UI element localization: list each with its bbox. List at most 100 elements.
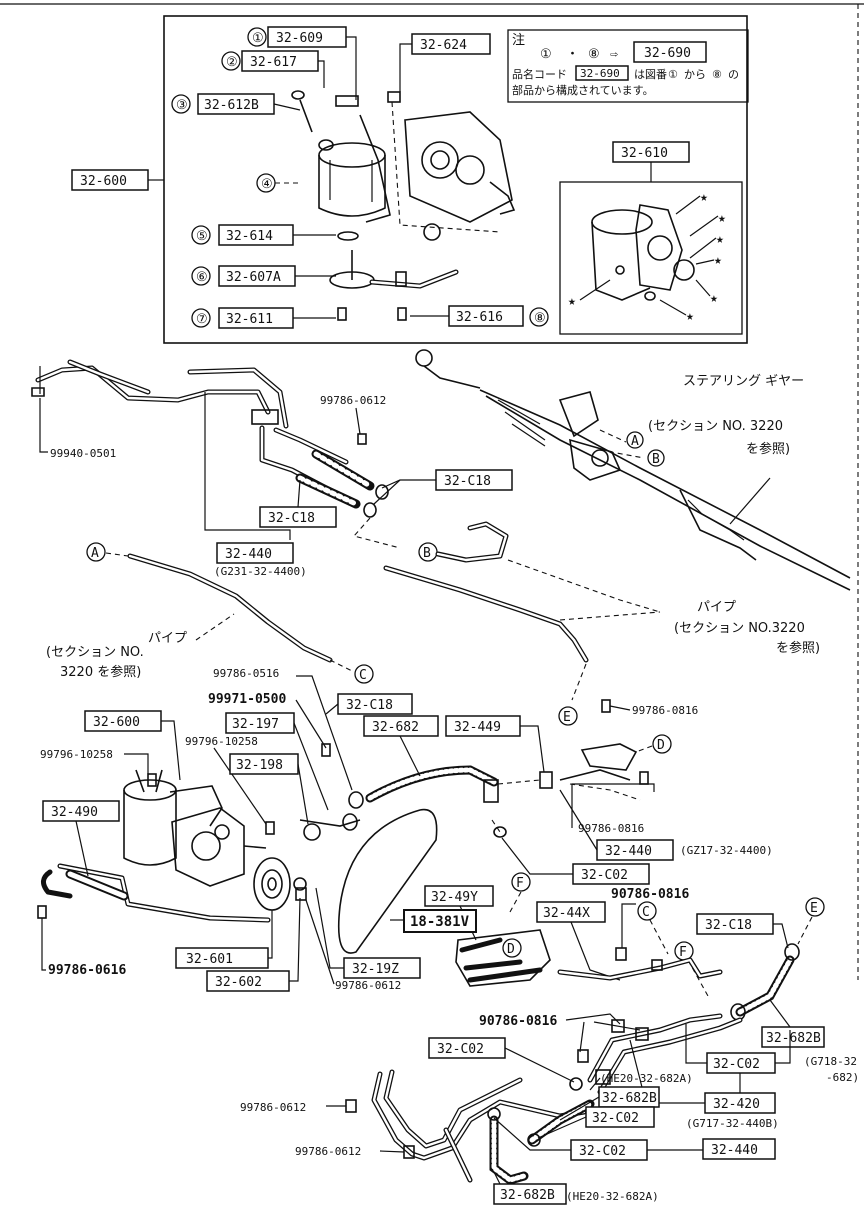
- clamp-c02-b: 32-C02: [713, 1057, 760, 1072]
- lower-right-drawing: D: [345, 929, 800, 1185]
- page-frame: [0, 3, 864, 980]
- svg-text:E: E: [810, 901, 818, 916]
- svg-text:①: ①: [252, 31, 264, 46]
- svg-text:32-611: 32-611: [226, 312, 273, 327]
- letter-b-gear: [647, 449, 665, 467]
- g717-label: (G717-32-440B): [686, 1117, 779, 1130]
- connection-pipes: A C パイプ (セクション NO. 3220 を参照) B E パイプ (セク…: [46, 521, 820, 726]
- clamp-c18-lower: 32-C18: [346, 698, 393, 713]
- hose-32-682b-mid: 32-682B: [602, 1091, 657, 1106]
- callout-4: ④: [256, 173, 300, 193]
- letter-e-pipe: [558, 706, 578, 726]
- note-line2-d: から: [684, 68, 706, 81]
- note-line2-a: 品名コード: [512, 67, 567, 81]
- note-range-start: ①: [540, 47, 552, 62]
- svg-text:32-600: 32-600: [80, 174, 127, 189]
- note-line2-c: ①: [668, 68, 678, 81]
- svg-text:32-607A: 32-607A: [226, 270, 281, 285]
- svg-text:B: B: [423, 546, 431, 561]
- he20-label-b: (HE20-32-682A): [566, 1190, 659, 1203]
- svg-text:32-614: 32-614: [226, 229, 273, 244]
- letter-c-pipe: [354, 664, 374, 684]
- note-block: 注 ① ・ ⑧ ⇨ 32-690 品名コード 32-690 は図番 ① から ⑧…: [507, 29, 749, 103]
- svg-text:③: ③: [176, 98, 188, 113]
- pipe-left-2: (セクション NO.: [46, 645, 144, 660]
- svg-text:D: D: [657, 738, 665, 753]
- svg-text:F: F: [679, 945, 687, 960]
- gear-label-2: (セクション NO. 3220: [648, 419, 783, 434]
- star-1: ★: [700, 190, 708, 205]
- clamp-c02-c: 32-C02: [592, 1111, 639, 1126]
- reservoir-drawing: [291, 90, 459, 321]
- pipe-32-420: 32-420: [713, 1097, 760, 1112]
- bolt-99796-10258-a: 99796-10258: [185, 735, 258, 748]
- bolt-99786-0516: 99786-0516: [213, 667, 279, 680]
- callout-8: 32-616 ⑧: [410, 305, 549, 327]
- he20-label-a: (HE20-32-682A): [600, 1072, 693, 1085]
- lower-pump-drawing: [37, 699, 649, 954]
- svg-text:⑥: ⑥: [196, 270, 208, 285]
- bolt-99786-0816-top: 99786-0816: [632, 704, 698, 717]
- svg-text:A: A: [631, 434, 639, 449]
- bolt-90786-0816-b: 90786-0816: [479, 1014, 557, 1029]
- note-line2-e: ⑧: [712, 68, 722, 81]
- pump-drawing: [387, 91, 516, 241]
- note-line2-f: の: [728, 68, 739, 81]
- bolt-99786-0616: 99786-0616: [48, 963, 126, 978]
- svg-text:C: C: [359, 668, 367, 683]
- clamp-c18-b: 32-C18: [268, 511, 315, 526]
- bolt-90786-0816-a: 90786-0816: [611, 887, 689, 902]
- pipe-left-1: パイプ: [148, 631, 187, 646]
- part-32-19z: 32-19Z: [352, 962, 399, 977]
- note-range-end: ⑧: [588, 47, 600, 62]
- svg-text:F: F: [516, 876, 524, 891]
- pipe-32-440-lower: 32-440: [605, 844, 652, 859]
- clamp-c02-d: 32-C02: [579, 1144, 626, 1159]
- letter-c-lower: [637, 901, 657, 921]
- part-32-197: 32-197: [232, 717, 279, 732]
- star-4: ★: [714, 253, 722, 268]
- note-part: 32-690: [644, 46, 691, 61]
- svg-text:・: ・: [566, 47, 579, 62]
- note-line3: 部品から構成されています。: [512, 83, 654, 97]
- svg-text:32-624: 32-624: [420, 38, 467, 53]
- callout-600-top: 32-600: [71, 169, 164, 191]
- bolt-99971-0500: 99971-0500: [208, 692, 286, 707]
- belt-18-381v: 18-381V: [410, 914, 470, 930]
- bolt-99786-0612-b: 99786-0612: [240, 1101, 306, 1114]
- pipe-left-3: 3220 を参照): [60, 664, 141, 680]
- hose-32-490: 32-490: [51, 805, 98, 820]
- note-head: 注: [512, 33, 525, 48]
- letter-a-pipe: [86, 542, 106, 562]
- bolt-99796-10258-b: 99796-10258: [40, 748, 113, 761]
- svg-text:④: ④: [261, 177, 273, 192]
- clamp-c18-right: 32-C18: [705, 918, 752, 933]
- gear-label-3: を参照): [746, 441, 790, 457]
- callout-7: ⑦ 32-611: [191, 307, 336, 329]
- note-line2-part: 32-690: [580, 67, 620, 80]
- hose-32-682b-top: 32-682B: [766, 1031, 821, 1046]
- star-2: ★: [718, 211, 726, 226]
- hose-32-682b-sub2: -682): [826, 1071, 859, 1084]
- callout-5: ⑤ 32-614: [191, 224, 336, 246]
- upper-pipe-drawing: [31, 359, 401, 549]
- svg-text:C: C: [642, 905, 650, 920]
- clamp-c18-a: 32-C18: [444, 474, 491, 489]
- pipe-right-1: パイプ: [697, 600, 736, 615]
- lower-right-labels: 90786-0816 32-682B (G718-32 -682) 32-C02…: [240, 999, 859, 1205]
- hose-32-682: 32-682: [372, 720, 419, 735]
- clamp-c02-top: 32-C02: [581, 868, 628, 883]
- star-5: ★: [710, 291, 718, 306]
- star-3: ★: [716, 232, 724, 247]
- hose-32-682b-bottom: 32-682B: [500, 1188, 555, 1203]
- svg-text:32-612B: 32-612B: [204, 98, 259, 113]
- part-32-44x: 32-44X: [543, 906, 590, 921]
- star-6: ★: [686, 309, 694, 324]
- assembly-32-600-lower: 32-600: [93, 715, 140, 730]
- svg-text:②: ②: [226, 55, 238, 70]
- steering-gear-labels: A B ステアリング ギヤー (セクション NO. 3220 を参照): [626, 374, 804, 525]
- hose-32-682b-sub: (G718-32: [804, 1055, 857, 1068]
- pipe-32-440-upper: 32-440: [225, 547, 272, 562]
- note-arrow: ⇨: [610, 47, 618, 62]
